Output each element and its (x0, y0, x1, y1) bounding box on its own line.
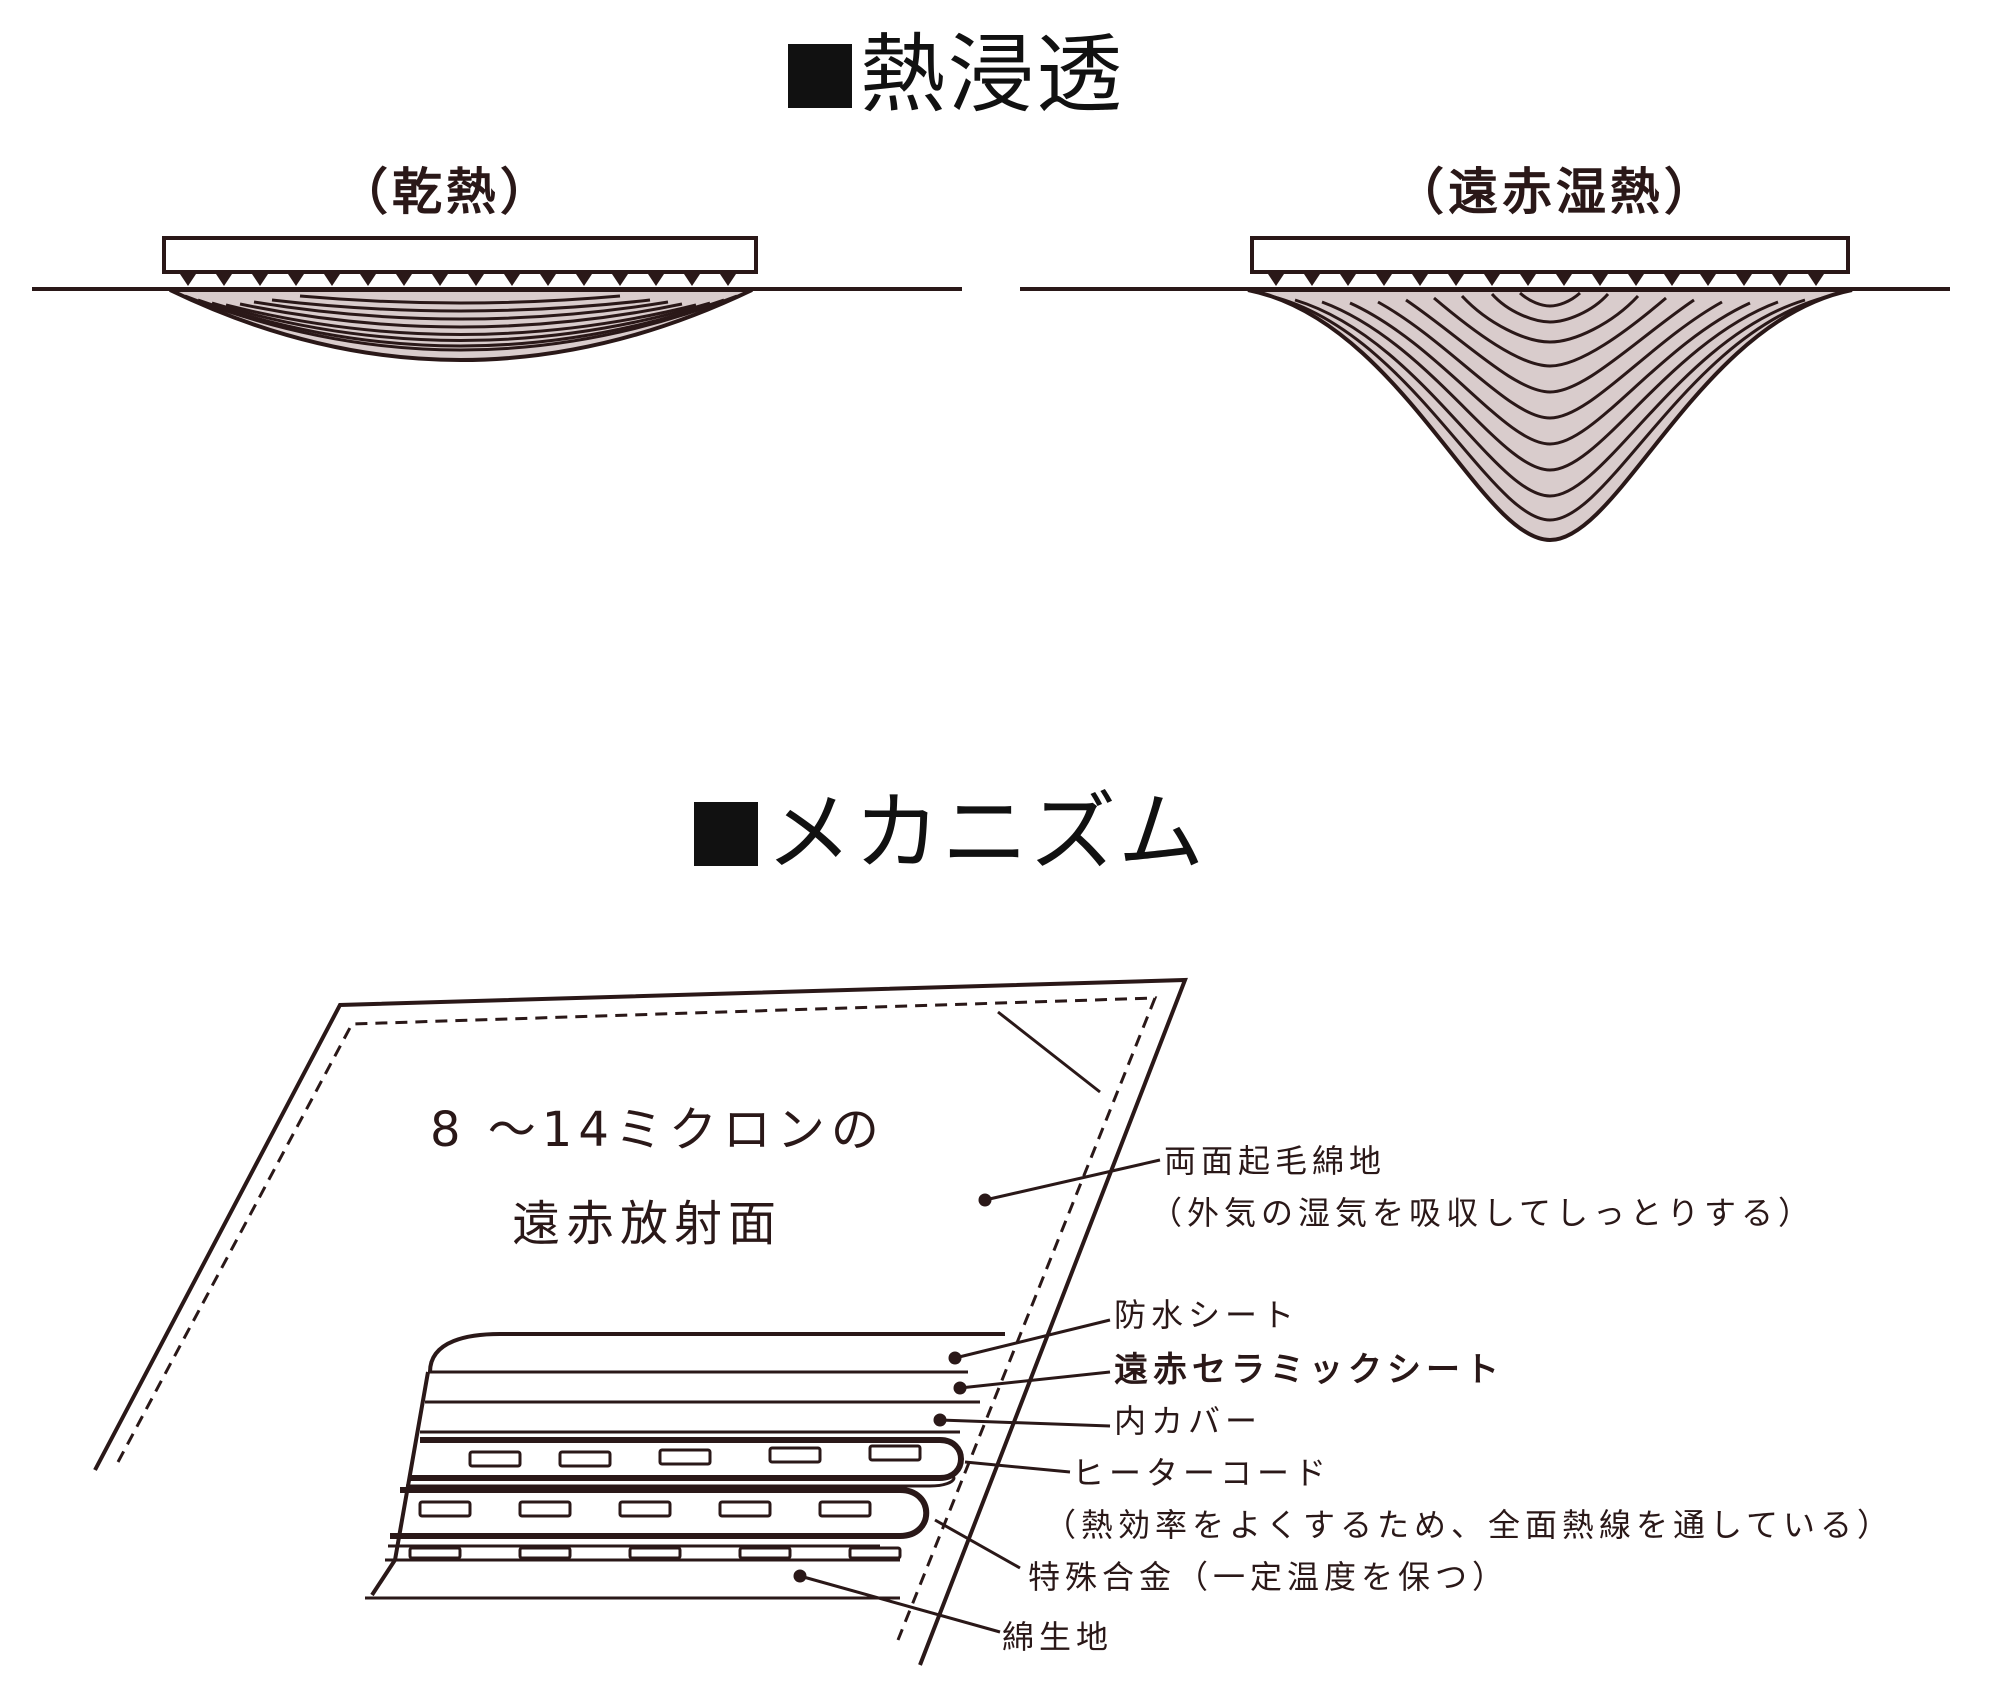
heading-heat-penetration: 熱浸透 (788, 4, 1124, 129)
emission-text-line2: 遠赤放射面 (512, 1196, 783, 1252)
dry-heat-diagram (32, 236, 962, 362)
heater-cord-loop-2 (390, 1487, 930, 1539)
label-ceramic-sheet: 遠赤セラミックシート (1114, 1350, 1504, 1390)
heating-pad-far-ir (1250, 236, 1850, 274)
heading-text: メカニズム (766, 783, 1206, 883)
leader-lines (793, 1158, 1161, 1634)
label-cotton-fabric: 綿生地 (1002, 1618, 1114, 1656)
black-square-icon (694, 802, 758, 866)
heat-emitters-dry (180, 274, 736, 286)
label-heater-cord: ヒーターコード (1072, 1454, 1332, 1492)
dry-heat-label: （乾熱） (338, 163, 554, 221)
label-inner-cover: 内カバー (1114, 1402, 1263, 1440)
alloy-segments (408, 1444, 922, 1560)
heading-mechanism: メカニズム (694, 762, 1206, 887)
far-ir-penetration-area (1247, 288, 1853, 543)
heading-text: 熱浸透 (860, 25, 1124, 125)
stitch-line (116, 996, 1158, 1641)
heat-emitters-far-ir (1268, 274, 1824, 286)
far-ir-heat-diagram (1020, 236, 1950, 543)
label-waterproof-sheet: 防水シート (1114, 1296, 1300, 1334)
label-heater-note: （熱効率をよくするため、全面熱線を通している） (1044, 1506, 1895, 1544)
label-double-brushed-cotton: 両面起毛綿地 (1164, 1142, 1387, 1180)
dry-penetration-area (169, 288, 753, 362)
far-ir-moist-heat-label: （遠赤湿熱） (1394, 163, 1718, 221)
mechanism-diagram (93, 977, 1188, 1666)
emission-text-line1: 8 〜14ミクロンの (430, 1102, 885, 1158)
layer-top-edge (428, 1332, 1005, 1373)
label-moisture-note: （外気の湿気を吸収してしっとりする） (1150, 1194, 1816, 1232)
black-square-icon (788, 44, 852, 108)
heating-pad-dry (162, 236, 758, 274)
label-special-alloy: 特殊合金（一定温度を保つ） (1028, 1558, 1510, 1596)
outer-panel-outline (93, 977, 1188, 1666)
